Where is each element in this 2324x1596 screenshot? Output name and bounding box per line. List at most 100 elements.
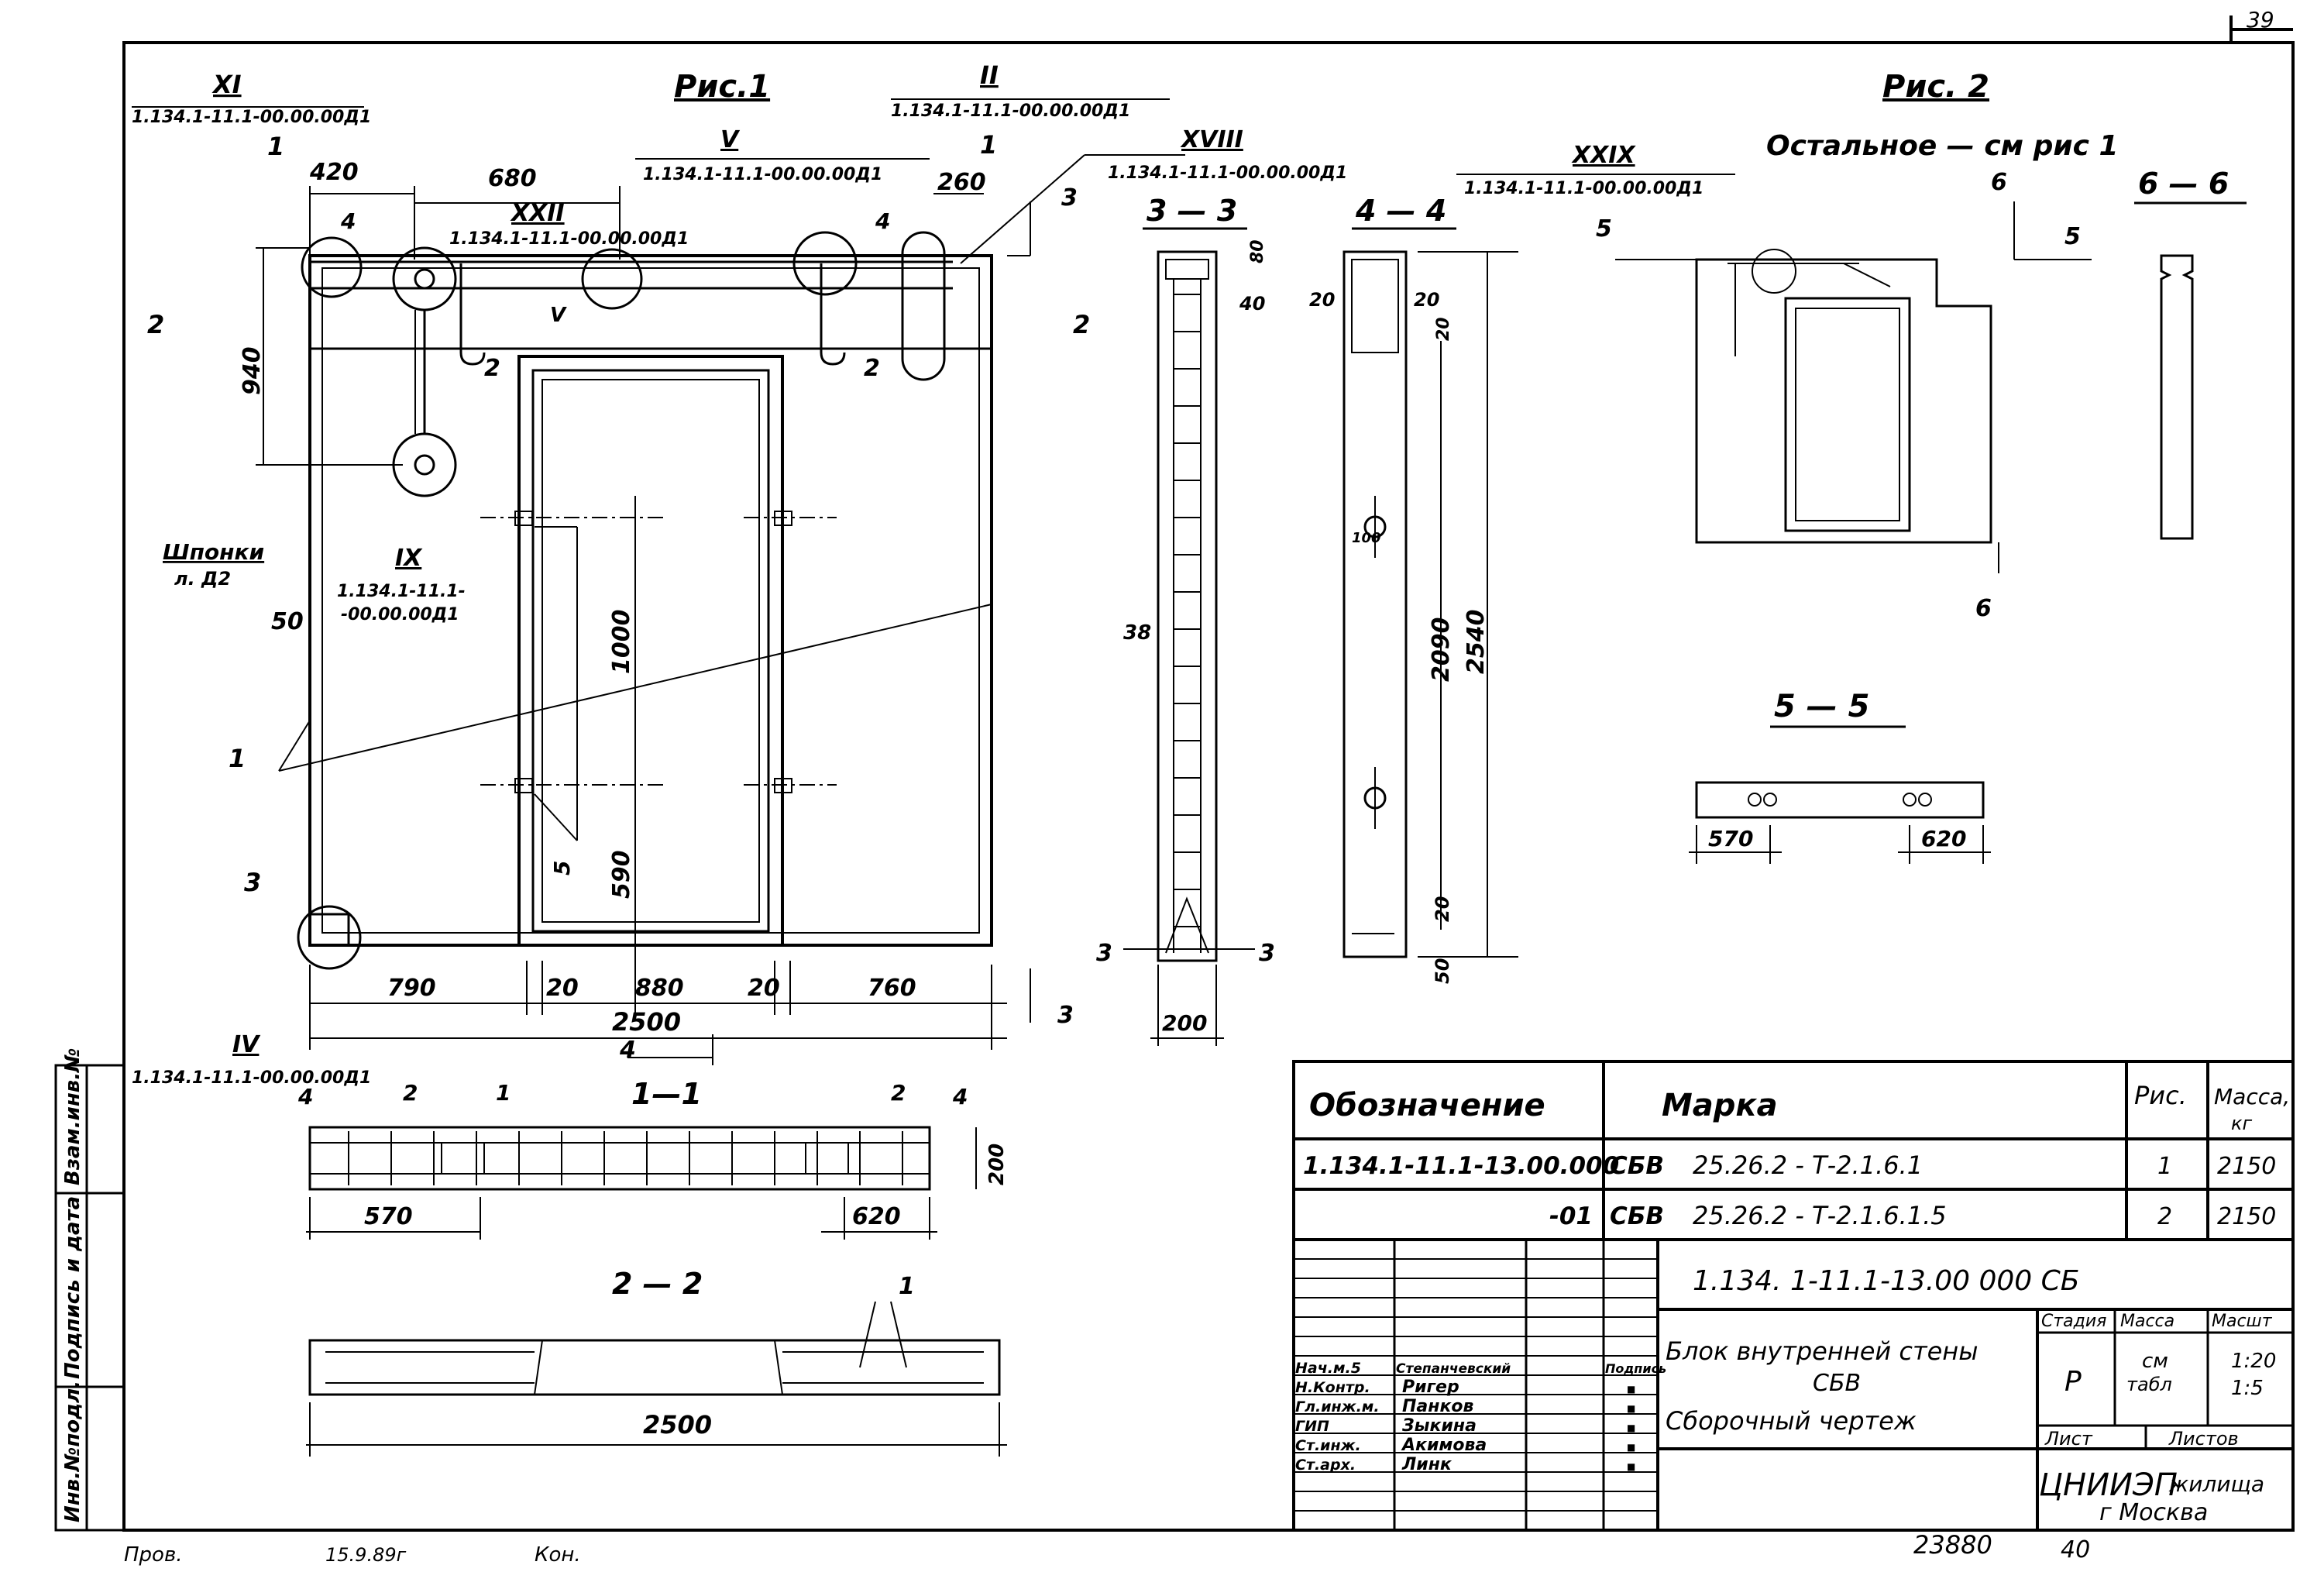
tb-org-1: ЦНИИЭП [2039,1467,2178,1503]
sec44-dim-20d: 20 [1432,896,1453,922]
sec22-drawing [306,1301,1007,1457]
fig1-dim-680: 680 [488,165,537,192]
ref-ix: IX [395,545,423,572]
mark-1c: 1 [229,744,246,773]
sec44-dim-50: 50 [1432,958,1453,984]
tb-person-0: Степанчевский [1396,1361,1511,1377]
sec44-dim-20a: 20 [1309,289,1335,311]
sec33-mark-3r: 3 [1259,940,1275,967]
sec55-drawing [1689,781,1991,864]
tb-mass-1: см [2142,1350,2168,1373]
spec-row2-mark-b: 25.26.2 - Т-2.1.6.1.5 [1693,1201,1947,1230]
fig1-title: Рис.1 [674,69,770,105]
fig1-dim-2500: 2500 [612,1007,681,1037]
sec33-rungs [1174,294,1201,927]
sec33-dim-38: 38 [1123,621,1151,645]
fig2-ref-xxix-code: 1.134.1-11.1-00.00.00Д1 [1464,179,1703,198]
fig1-dim-50: 50 [271,608,304,635]
fig1-dim-790: 790 [387,975,436,1002]
tb-person-2: Панков [1402,1397,1474,1416]
tb-stage-h: Стадия [2041,1312,2106,1331]
tb-org-2: жилища [2168,1471,2264,1497]
page-number: 39 [2247,7,2274,33]
ref-v: V [550,304,567,327]
sec33-dim-80: 80 [1248,239,1267,263]
sec22-dim-2500: 2500 [643,1410,712,1439]
fig2-note: Остальное — см рис 1 [1766,130,2119,162]
cut-1-left: 1 [267,132,284,161]
sec11-title: 1—1 [631,1077,702,1111]
mark-3: 3 [244,868,261,897]
sec44-dim-100: 100 [1352,530,1381,546]
tb-people-grid [1294,1258,1658,1512]
fig2-ref-xxix: XXIX [1571,142,1636,169]
spec-row1-mark-b: 25.26.2 - Т-2.1.6.1 [1693,1151,1923,1180]
tb-sig-3: ■ [1627,1422,1635,1433]
cut-4: 4 [619,1037,636,1064]
fig1-dim-20a: 20 [546,975,579,1002]
tb-sig-0: Подпись [1605,1361,1666,1376]
sec11-dim-620: 620 [852,1203,901,1230]
sec11-mark-2l: 2 [403,1080,418,1106]
mark-4b: 4 [875,208,890,234]
sec66-drawing [2160,254,2194,540]
tb-scale-2: 1:5 [2231,1377,2264,1400]
tb-stage: Р [2064,1366,2082,1398]
spec-h-mass: Масса, [2214,1084,2290,1109]
spec-row1-mark-a: СБВ [1610,1152,1664,1180]
ref-xi-code: 1.134.1-11.1-00.00.00Д1 [132,108,371,127]
ref-ii-code: 1.134.1-11.1-00.00.00Д1 [891,101,1130,121]
ref-xviii: XVIII [1180,126,1243,153]
sec44-dim-20b: 20 [1414,289,1439,311]
side-stamp-inv: Инв.№подл. [61,1381,84,1522]
sec44-dim-2090: 2090 [1428,617,1455,683]
tb-person-4: Акимова [1401,1436,1487,1455]
ref-iv-code: 1.134.1-11.1-00.00.00Д1 [132,1068,371,1088]
ref-ii: II [980,60,999,90]
fig1-dim-760: 760 [868,975,916,1002]
bottom-date: 15.9.89г [325,1544,407,1566]
tb-sig-2: ■ [1627,1403,1635,1414]
sec33-drawing [1123,250,1255,1046]
tb-role-2: Гл.инж.м. [1295,1398,1380,1415]
ref-xviii-code: 1.134.1-11.1-00.00.00Д1 [1108,163,1347,183]
mark-5: 5 [549,861,575,875]
fig1-panel [278,231,993,970]
tb-doc-code: 1.134. 1-11.1-13.00 000 СБ [1693,1265,2079,1297]
ref-ix-code1: 1.134.1-11.1- [337,582,466,601]
ref-v-top-code: 1.134.1-11.1-00.00.00Д1 [643,165,882,184]
fig2-title: Рис. 2 [1882,69,1989,105]
bottom-prov: Пров. [124,1543,183,1567]
cut-3-bottom: 3 [1057,1002,1074,1029]
sec33-dim-40: 40 [1239,293,1265,315]
sec55-dim-620: 620 [1921,826,1966,851]
mark-2a: 2 [484,355,500,382]
sec22-title: 2 — 2 [612,1267,703,1301]
fig2-mark-6a: 6 [1991,169,2007,196]
spec-h-designation: Обозначение [1309,1088,1545,1123]
sec11-dim-570: 570 [364,1203,413,1230]
spec-h-fig: Рис. [2134,1081,2187,1110]
fig1-dim-590: 590 [608,850,635,899]
sec11-rungs [348,1131,903,1185]
tb-mass-h: Масса [2120,1312,2174,1331]
sheet-frame [122,15,2295,1532]
mark-4a: 4 [340,208,356,234]
sec11-mark-4r: 4 [952,1084,968,1109]
shponki-ref: л. Д2 [174,568,231,590]
tb-role-1: Н.Контр. [1295,1379,1370,1396]
ref-xi: XI [211,70,242,99]
side-stamp [54,1064,125,1532]
sec11-mark-1: 1 [496,1080,511,1106]
fig2-mark-6b: 6 [1975,595,1992,622]
tb-role-3: ГИП [1295,1418,1329,1435]
fig1-dim-20b: 20 [748,975,780,1002]
tb-sig-1: ■ [1627,1384,1635,1395]
spec-row1-mass: 2150 [2217,1153,2276,1180]
sec33-dim-200: 200 [1162,1010,1207,1036]
spec-row1-designation: 1.134.1-11.1-13.00.000 [1303,1152,1619,1180]
tb-name-3: Сборочный чертеж [1666,1406,1917,1436]
sec44-title: 4 — 4 [1355,194,1446,228]
tb-sheet-h: Лист [2044,1428,2093,1450]
spec-row2-fig: 2 [2157,1203,2172,1230]
